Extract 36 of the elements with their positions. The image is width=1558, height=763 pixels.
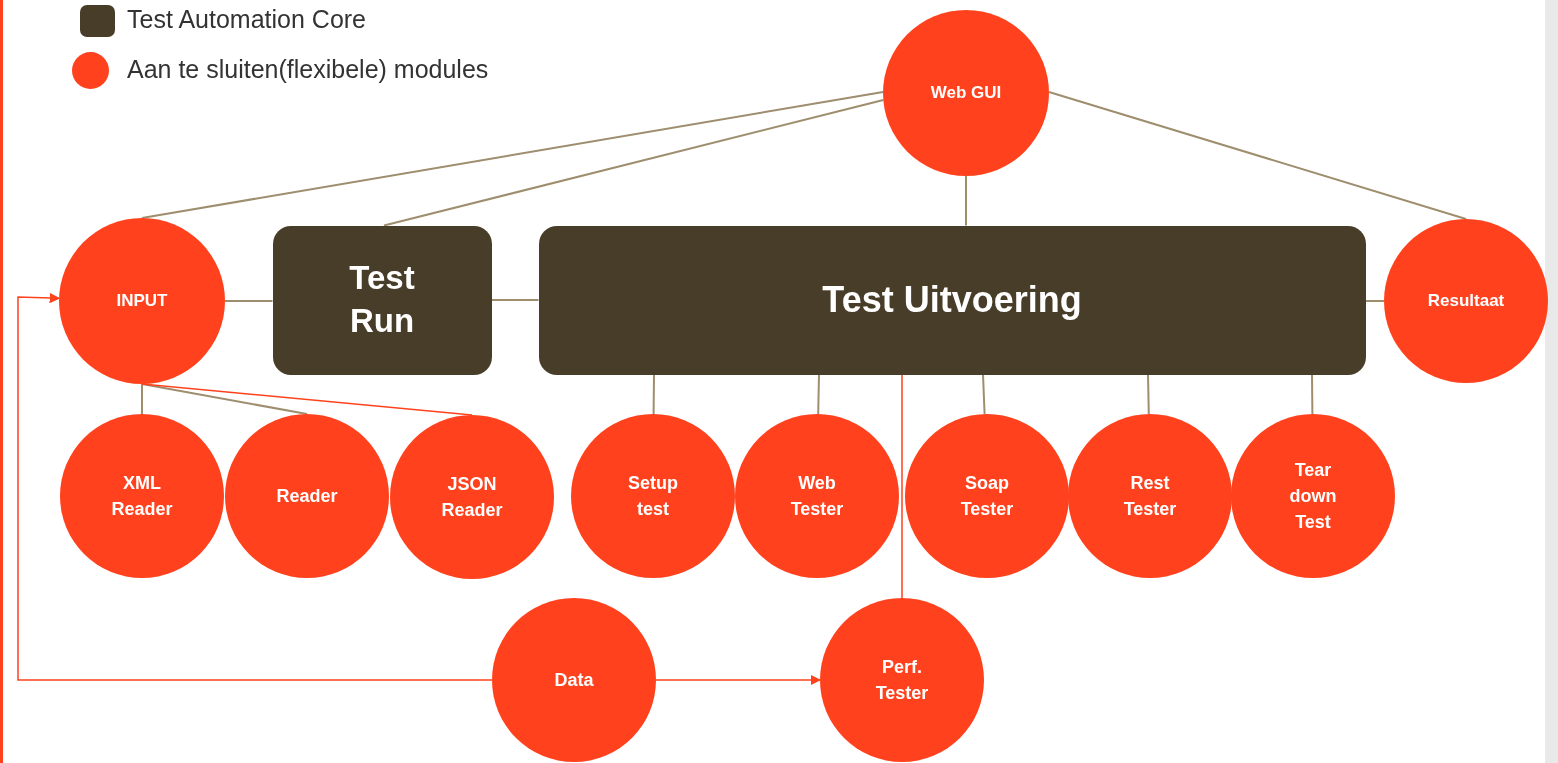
node-label: Data bbox=[554, 668, 594, 692]
legend-label: Test Automation Core bbox=[127, 5, 366, 34]
connector-line bbox=[901, 373, 903, 599]
node-label: XML Reader bbox=[110, 471, 174, 521]
connector-line bbox=[817, 373, 820, 415]
node-label: Test Run bbox=[348, 258, 416, 341]
node-label: Reader bbox=[276, 484, 338, 508]
node-label: Perf. Tester bbox=[874, 655, 930, 705]
connector-line bbox=[224, 300, 274, 302]
connector-line bbox=[1048, 91, 1467, 220]
connector-line bbox=[141, 91, 884, 219]
arrow bbox=[17, 292, 493, 681]
node-label: Web Tester bbox=[789, 471, 845, 521]
node-label: Setup test bbox=[627, 471, 679, 521]
connector-line bbox=[982, 373, 986, 416]
connector-line bbox=[141, 383, 143, 415]
node-label: Resultaat bbox=[1427, 289, 1505, 312]
arrow bbox=[655, 674, 822, 686]
node-label: INPUT bbox=[116, 289, 168, 312]
core-box bbox=[272, 225, 492, 375]
connector-line bbox=[490, 299, 540, 301]
core-box bbox=[538, 225, 1366, 375]
node-label: Web GUI bbox=[930, 81, 1002, 104]
connector-line bbox=[965, 175, 967, 227]
node-label: Tear down Test bbox=[1288, 458, 1338, 535]
legend-label: Aan te sluiten(flexibele) modules bbox=[127, 55, 489, 84]
connector-line bbox=[652, 373, 655, 415]
connector-line bbox=[1364, 300, 1385, 302]
connector-line bbox=[383, 99, 885, 227]
node-label: Soap Tester bbox=[959, 471, 1015, 521]
connector-line bbox=[1147, 373, 1150, 415]
node-label: JSON Reader bbox=[440, 472, 504, 522]
node-label: Rest Tester bbox=[1122, 471, 1178, 521]
node-label: Test Uitvoering bbox=[822, 277, 1082, 322]
connector-line bbox=[141, 383, 473, 416]
connector-line bbox=[1311, 373, 1314, 415]
